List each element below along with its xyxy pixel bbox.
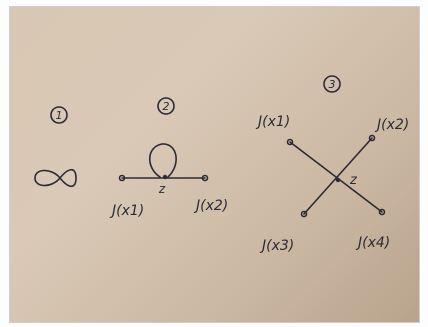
- source-label-bottom-right: J(x4): [355, 235, 390, 251]
- source-point-left: [118, 174, 126, 182]
- number-label-3: 3: [329, 78, 336, 91]
- propagator-line-b: [303, 137, 373, 215]
- source-point-top-right: [368, 134, 376, 142]
- vertex-dot-3: [335, 177, 341, 183]
- source-point-bottom-right: [378, 208, 386, 216]
- number-circle-3: [323, 75, 341, 93]
- number-circle-2: [157, 97, 175, 115]
- source-label-left: J(x1): [109, 203, 144, 219]
- vertex-label-3: z: [349, 173, 358, 188]
- source-point-top-left: [286, 138, 294, 146]
- source-label-right: J(x2): [193, 198, 228, 214]
- vertex-dot-2: [162, 174, 168, 180]
- source-label-top-right: J(x2): [374, 117, 409, 133]
- source-point-bottom-left: [300, 210, 308, 218]
- source-label-top-left: J(x1): [255, 114, 290, 130]
- vertex-label-2: z: [158, 182, 166, 196]
- propagator-line-a: [289, 141, 383, 213]
- number-label-2: 2: [163, 100, 170, 113]
- number-circle-1: [50, 106, 68, 124]
- tadpole-loop: [148, 143, 177, 178]
- source-point-right: [201, 174, 209, 182]
- source-label-bottom-left: J(x3): [259, 238, 294, 254]
- paper-sheet: [9, 6, 420, 323]
- number-label-1: 1: [56, 109, 63, 122]
- figure-eight-vacuum-bubble: [34, 168, 77, 188]
